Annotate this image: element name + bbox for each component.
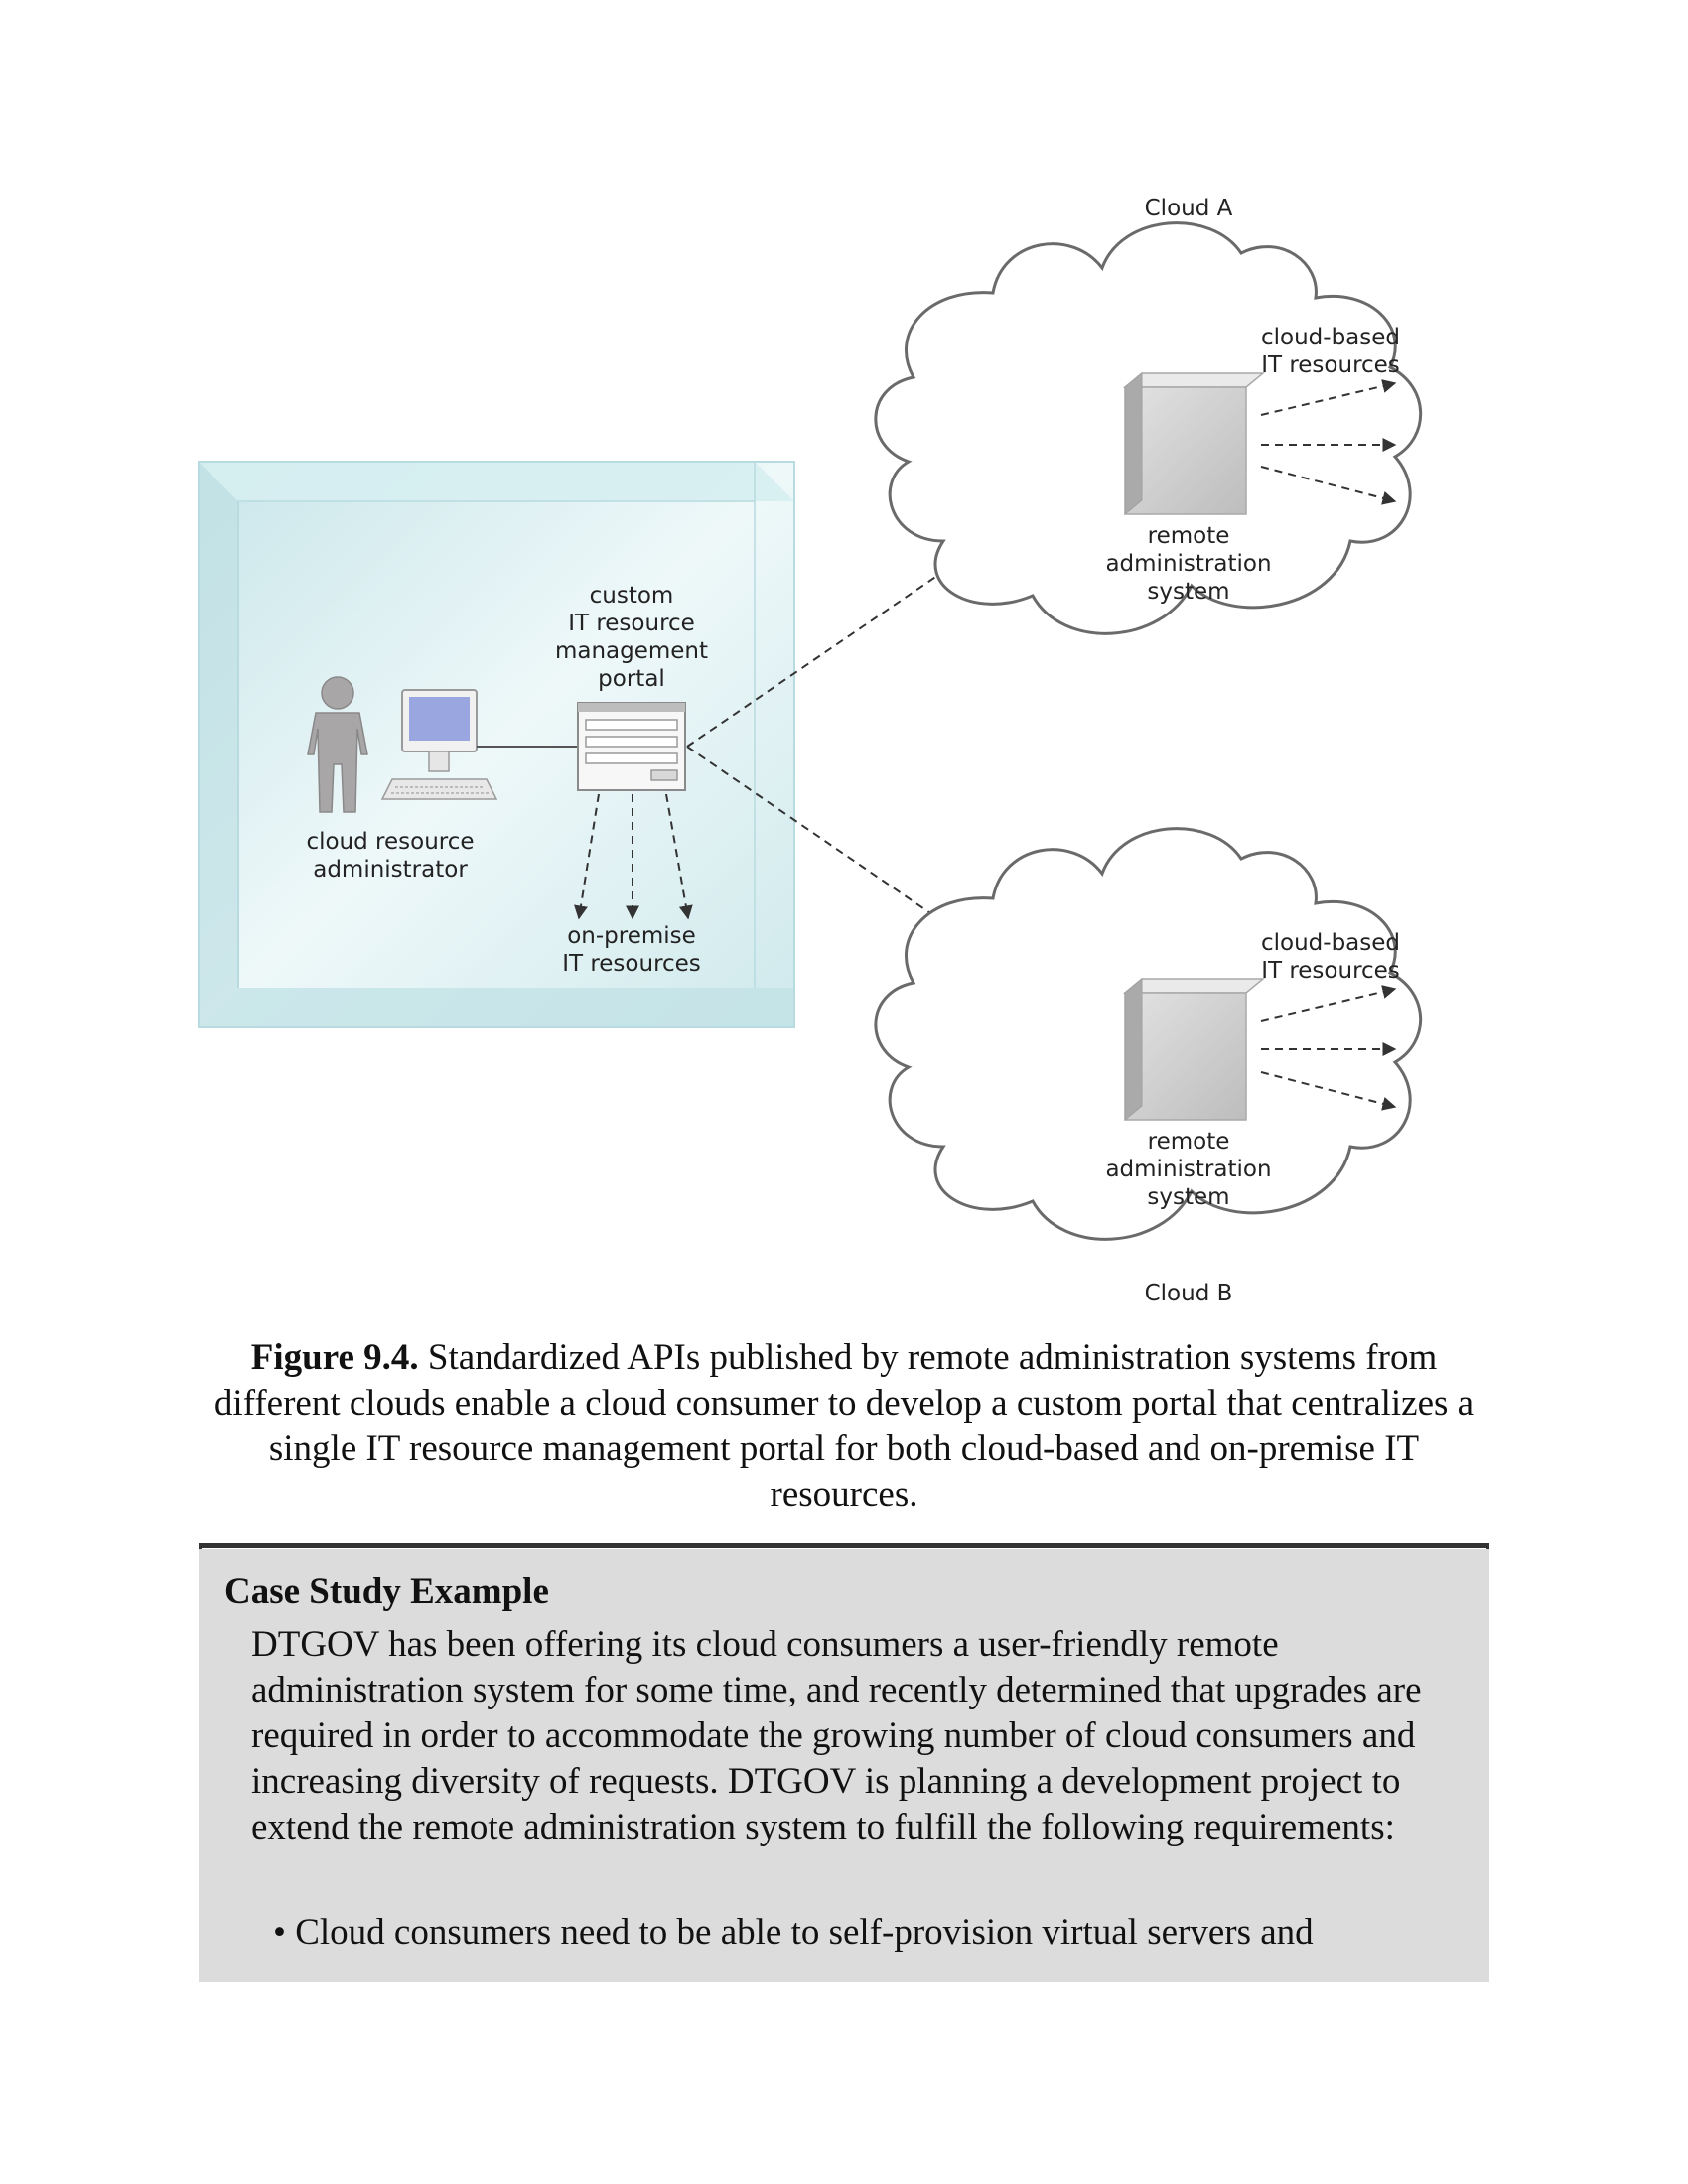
cloud-b-label: Cloud B — [1145, 1281, 1233, 1306]
svg-text:IT resources: IT resources — [1261, 352, 1400, 378]
case-study-body: DTGOV has been offering its cloud consum… — [251, 1624, 1422, 1847]
server-a-icon — [1122, 371, 1266, 516]
svg-text:portal: portal — [598, 666, 665, 692]
on-premise-label: on-premise IT resources — [562, 923, 701, 977]
svg-text:cloud resource: cloud resource — [306, 829, 474, 855]
case-study-box: Case Study Example DTGOV has been offeri… — [199, 1549, 1489, 1982]
cloud-a-resources-label: cloud-based IT resources — [1261, 325, 1400, 378]
administrator-label: cloud resource administrator — [306, 829, 474, 883]
portal-label: custom IT resource management portal — [555, 583, 708, 692]
case-study-rule — [199, 1543, 1489, 1553]
figure-caption: Figure 9.4. Standardized APIs published … — [199, 1335, 1489, 1518]
cloud-a-label: Cloud A — [1145, 196, 1233, 221]
svg-text:administrator: administrator — [313, 857, 468, 883]
on-premise-arrows — [574, 793, 693, 920]
svg-text:custom: custom — [590, 583, 674, 609]
svg-text:management: management — [555, 638, 708, 664]
svg-text:system: system — [1147, 1184, 1229, 1210]
figure-caption-label: Figure 9.4. — [250, 1337, 419, 1378]
figure-caption-text: Standardized APIs published by remote ad… — [213, 1337, 1475, 1515]
server-b-icon — [1122, 977, 1266, 1122]
svg-text:IT resources: IT resources — [1261, 958, 1400, 984]
svg-text:administration: administration — [1105, 1157, 1271, 1182]
svg-text:remote: remote — [1148, 1129, 1230, 1155]
svg-text:on-premise: on-premise — [567, 923, 696, 949]
cloud-a-resource-arrows — [1260, 379, 1397, 505]
case-study-title: Case Study Example — [224, 1571, 549, 1612]
cloud-b-remote-admin-label: remote administration system — [1105, 1129, 1271, 1210]
svg-text:remote: remote — [1148, 523, 1230, 549]
svg-text:cloud-based: cloud-based — [1261, 325, 1400, 350]
portal-form-icon — [577, 702, 686, 791]
svg-text:IT resource: IT resource — [568, 611, 695, 636]
case-study-bullet: • Cloud consumers need to be able to sel… — [273, 1912, 1314, 1953]
svg-text:system: system — [1147, 579, 1229, 605]
cloud-a-remote-admin-label: remote administration system — [1105, 523, 1271, 605]
svg-text:cloud-based: cloud-based — [1261, 930, 1400, 956]
organization-boundary — [198, 461, 795, 1028]
cloud-b-resources-label: cloud-based IT resources — [1261, 930, 1400, 984]
figure-diagram: Cloud A Cloud B cloud-based IT resources… — [198, 196, 1423, 1306]
person-icon — [307, 676, 368, 813]
svg-text:IT resources: IT resources — [562, 951, 701, 977]
cloud-b-resource-arrows — [1260, 985, 1397, 1111]
svg-text:administration: administration — [1105, 551, 1271, 577]
computer-icon — [380, 689, 498, 800]
